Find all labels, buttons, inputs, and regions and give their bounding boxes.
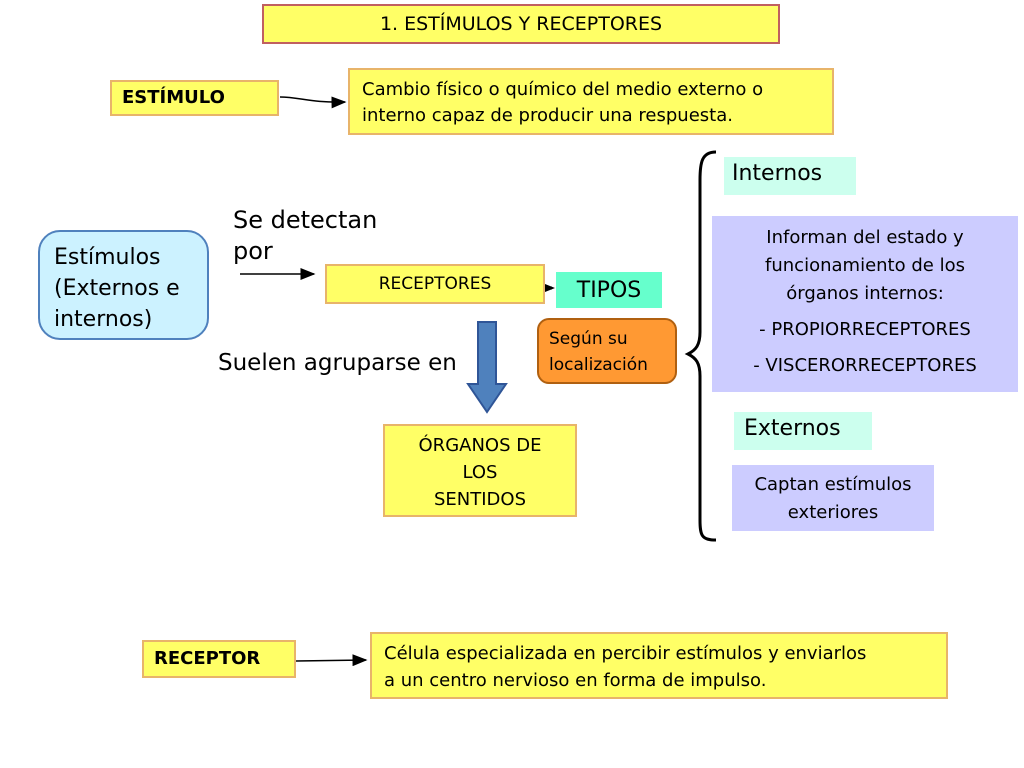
internos-desc-line1: Informan del estado y: [766, 227, 964, 248]
organos-line1: ÓRGANOS DE: [418, 435, 542, 456]
receptor-label: RECEPTOR: [154, 648, 261, 669]
suelen-label: Suelen agruparse en: [218, 350, 457, 376]
receptores-text: RECEPTORES: [378, 274, 492, 294]
organos-line2: LOS: [462, 462, 498, 483]
organos-box: ÓRGANOS DE LOS SENTIDOS: [383, 424, 577, 517]
internos-item2: - VISCERORRECEPTORES: [753, 355, 977, 376]
receptor-arrow: [295, 654, 368, 667]
externos-desc-box: Captan estímulos exteriores: [732, 465, 934, 531]
segun-box: Según su localización: [537, 318, 677, 384]
internos-desc-line2: funcionamiento de los: [765, 255, 965, 276]
estimulo-label-box: ESTÍMULO: [110, 80, 279, 116]
externos-label: Externos: [744, 416, 841, 441]
receptor-definition-line2: a un centro nervioso en forma de impulso…: [384, 670, 767, 691]
internos-desc-line3: órganos internos:: [786, 283, 944, 304]
receptor-definition-box: Célula especializada en percibir estímul…: [370, 632, 948, 699]
page-title: 1. ESTÍMULOS Y RECEPTORES: [262, 4, 780, 44]
page-title-text: 1. ESTÍMULOS Y RECEPTORES: [379, 13, 663, 35]
receptor-definition-line1: Célula especializada en percibir estímul…: [384, 643, 867, 664]
segun-line2: localización: [549, 355, 648, 375]
se-detectan-line1: Se detectan: [233, 206, 378, 234]
externos-desc-line1: Captan estímulos: [754, 474, 912, 495]
down-arrow: [466, 321, 508, 414]
estimulo-label: ESTÍMULO: [122, 87, 225, 108]
receptores-box: RECEPTORES: [325, 264, 545, 304]
estimulo-definition-box: Cambio físico o químico del medio extern…: [348, 68, 834, 135]
externos-desc-line2: exteriores: [787, 502, 879, 523]
internos-desc-box: Informan del estado y funcionamiento de …: [712, 216, 1018, 392]
estimulo-definition-line2: interno capaz de producir una respuesta.: [362, 105, 733, 126]
internos-item1: - PROPIORRECEPTORES: [759, 319, 971, 340]
curly-brace: [684, 150, 717, 542]
segun-line1: Según su: [549, 329, 628, 349]
estimulos-line1: Estímulos: [54, 245, 161, 270]
estimulos-node: Estímulos (Externos e internos): [38, 230, 209, 340]
internos-label-box: Internos: [724, 157, 856, 195]
externos-label-box: Externos: [734, 412, 872, 450]
estimulos-line3: internos): [54, 307, 153, 332]
tipos-text: TIPOS: [576, 277, 642, 303]
estimulos-line2: (Externos e: [54, 276, 180, 301]
receptor-label-box: RECEPTOR: [142, 640, 296, 678]
se-detectan-line2: por: [233, 237, 273, 265]
se-detectan-label: Se detectan por: [233, 205, 377, 267]
estimulo-arrow: [279, 96, 347, 109]
organos-line3: SENTIDOS: [433, 489, 527, 510]
estimulo-definition-line1: Cambio físico o químico del medio extern…: [362, 79, 764, 100]
tipos-box: TIPOS: [556, 272, 662, 308]
internos-label: Internos: [732, 161, 823, 186]
